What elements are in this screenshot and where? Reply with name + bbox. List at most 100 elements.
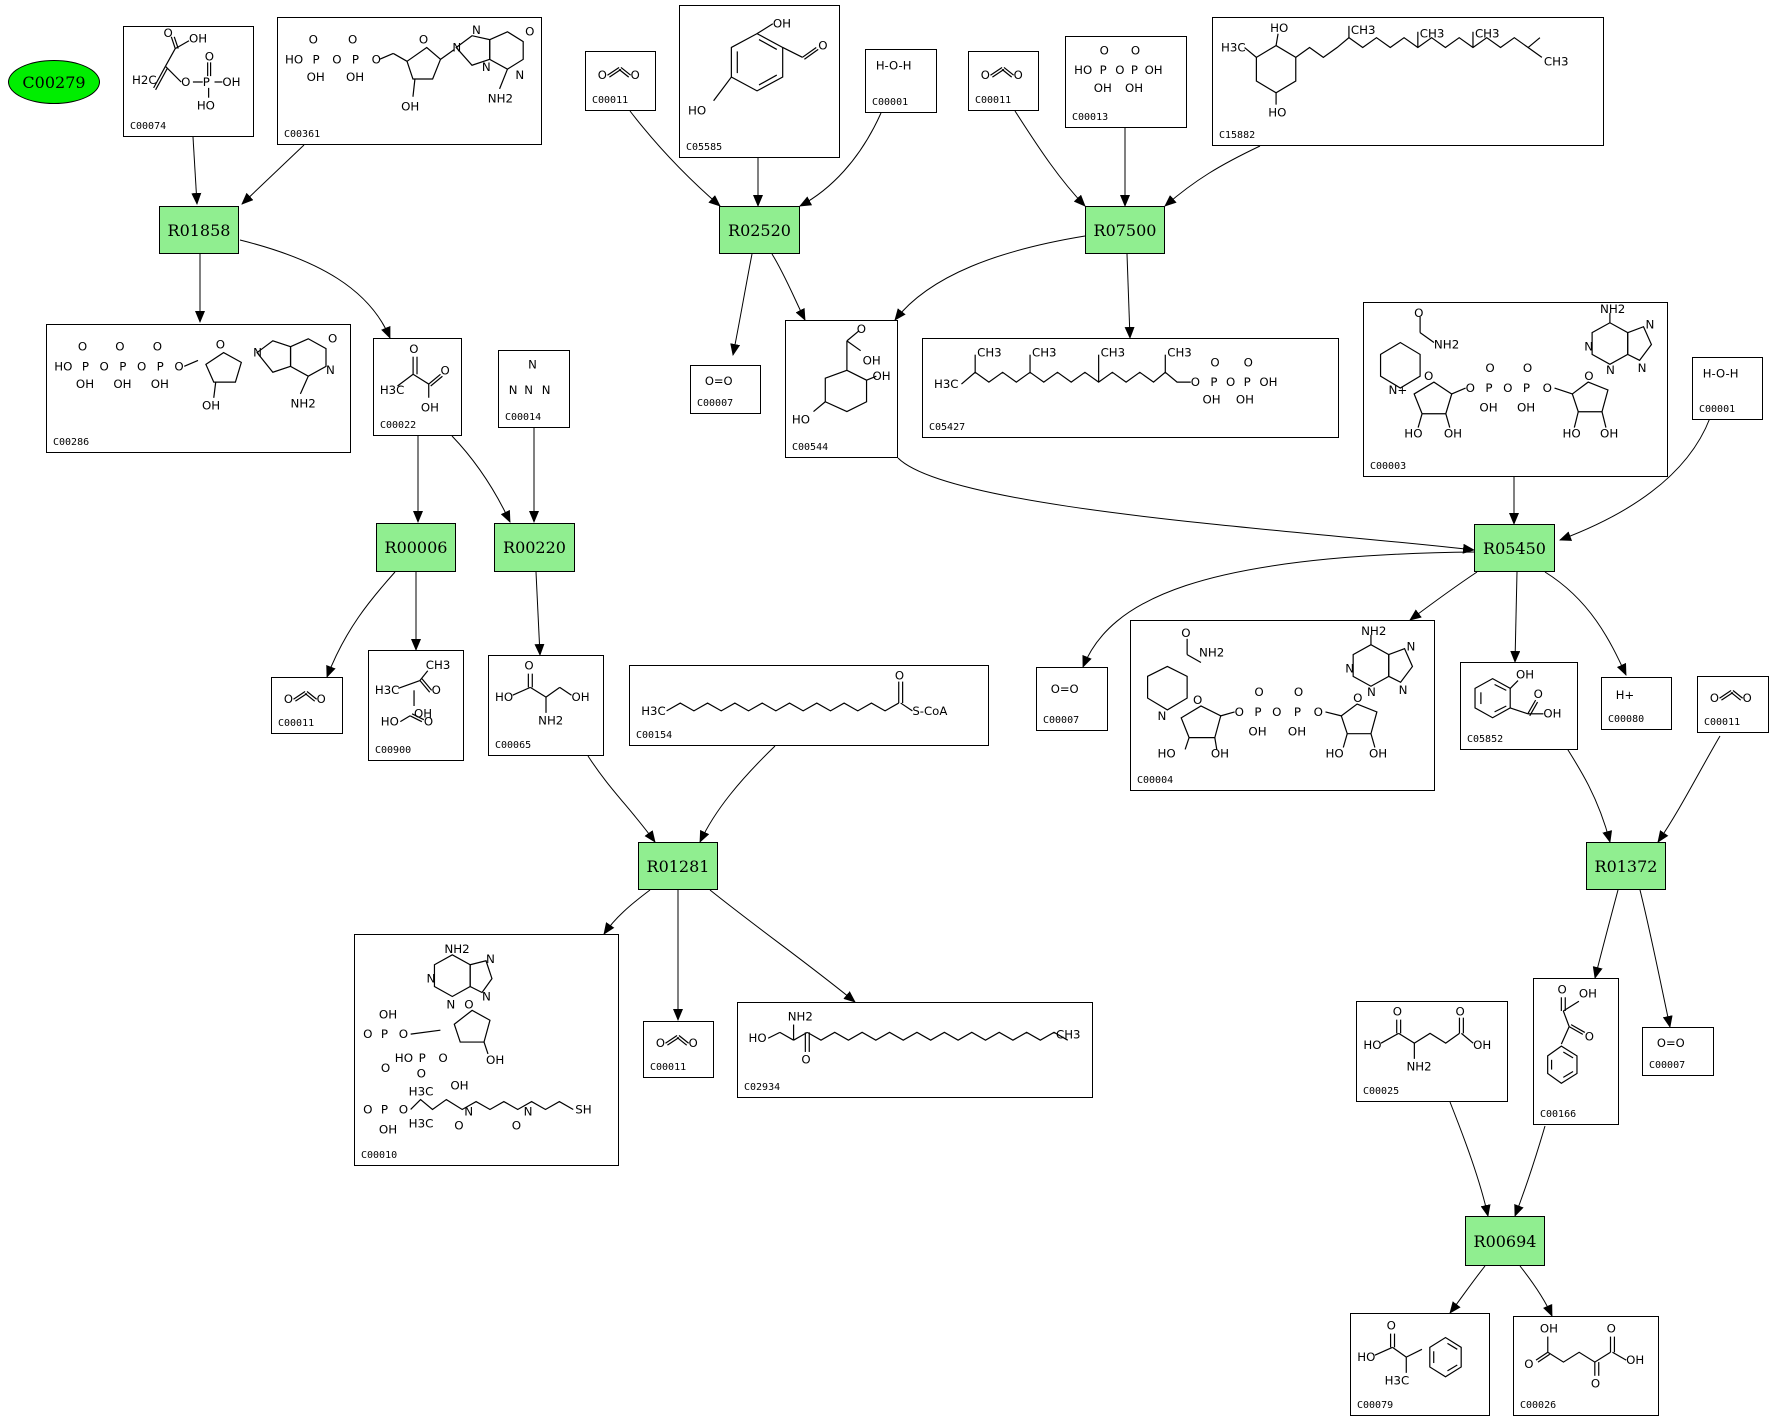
reaction-R01372[interactable]: R01372: [1586, 842, 1666, 890]
svg-text:HO: HO: [1074, 63, 1092, 77]
svg-text:H3C: H3C: [1221, 40, 1246, 54]
reaction-R00694[interactable]: R00694: [1465, 1216, 1545, 1266]
svg-text:OH: OH: [1145, 63, 1163, 77]
compound-C00007[interactable]: O=O C00007: [1642, 1027, 1714, 1076]
svg-text:SH: SH: [575, 1102, 591, 1116]
reaction-R01858[interactable]: R01858: [159, 206, 239, 254]
svg-text:O: O: [524, 659, 533, 673]
svg-text:N: N: [482, 60, 491, 74]
compound-C00544[interactable]: O OH OH HO C00544: [785, 320, 898, 458]
compound-C00001[interactable]: H-O-H C00001: [1692, 357, 1763, 420]
compound-C00065[interactable]: O HO OH NH2 C00065: [488, 655, 604, 756]
svg-text:OH: OH: [421, 400, 439, 414]
svg-text:HO: HO: [1357, 1350, 1375, 1364]
svg-text:N: N: [1584, 339, 1593, 353]
compound-C15882[interactable]: HO H3C HO CH3 CH3 CH3 CH3 C15882: [1212, 17, 1604, 146]
svg-text:N: N: [464, 1104, 473, 1118]
svg-text:N: N: [515, 68, 524, 82]
reaction-R00220[interactable]: R00220: [494, 523, 575, 572]
compound-C00011[interactable]: O O C00011: [1697, 676, 1769, 733]
compound-C00001[interactable]: H-O-H C00001: [865, 49, 937, 113]
compound-C00025[interactable]: O HO NH2 O OH C00025: [1356, 1001, 1508, 1102]
compound-C00900[interactable]: CH3 H3C O OH HO O C00900: [368, 650, 464, 761]
structure-icon: O HO NH2 O OH: [1363, 1005, 1491, 1074]
compound-C00166[interactable]: O OH O C00166: [1533, 978, 1619, 1125]
svg-text:O: O: [818, 38, 827, 52]
svg-text:OH: OH: [1094, 81, 1112, 95]
svg-text:O: O: [801, 1053, 810, 1067]
compound-C00011[interactable]: O O C00011: [271, 677, 343, 734]
compound-C00154[interactable]: H3C O S-CoA C00154: [629, 665, 989, 746]
compound-C00026[interactable]: OH O O O OH C00026: [1513, 1316, 1659, 1416]
svg-text:O: O: [381, 1061, 390, 1075]
svg-text:O: O: [440, 363, 449, 377]
compound-C00007[interactable]: O=O C00007: [690, 365, 761, 414]
compound-C00010[interactable]: NH2 N N N N O OH OH O P O HO P O O O O P…: [354, 934, 619, 1166]
svg-text:HO: HO: [495, 690, 513, 704]
compound-C00022[interactable]: O H3C O OH C00022: [373, 338, 462, 436]
compound-C00080[interactable]: H+ C00080: [1601, 677, 1672, 730]
svg-text:OH: OH: [346, 70, 364, 84]
reaction-R02520[interactable]: R02520: [719, 206, 800, 254]
svg-text:N: N: [524, 1104, 533, 1118]
svg-text:O: O: [348, 33, 357, 47]
edge: [1510, 571, 1521, 663]
svg-text:N: N: [528, 358, 537, 372]
svg-text:OH: OH: [151, 377, 169, 391]
svg-text:N: N: [509, 383, 518, 397]
svg-text:HO: HO: [1562, 426, 1580, 440]
svg-text:O: O: [1294, 685, 1303, 699]
svg-text:CH3: CH3: [1544, 54, 1569, 68]
svg-text:OH: OH: [1125, 81, 1143, 95]
compound-C00011[interactable]: O O C00011: [968, 51, 1039, 111]
svg-text:O: O: [1534, 687, 1543, 701]
compound-id: C00154: [636, 730, 673, 741]
svg-text:O: O: [399, 1027, 408, 1041]
compound-id: C00011: [650, 1062, 687, 1073]
svg-text:N: N: [427, 972, 436, 986]
compound-C05585[interactable]: OH O HO C05585: [679, 5, 840, 158]
svg-text:O: O: [1210, 355, 1219, 369]
compound-id: C00014: [505, 412, 542, 423]
structure-icon: O HO OH NH2: [495, 659, 590, 728]
compound-C00011[interactable]: O O C00011: [643, 1021, 714, 1078]
compound-C00007[interactable]: O=O C00007: [1036, 667, 1108, 731]
compound-C02934[interactable]: HO NH2 O CH3 C02934: [737, 1002, 1093, 1098]
structure-icon: O OH H2C O P OH O HO: [132, 26, 240, 113]
compound-C00074[interactable]: O OH H2C O P OH O HO C00074: [123, 26, 254, 137]
reaction-R05450[interactable]: R05450: [1474, 524, 1555, 572]
compound-C00014[interactable]: N N N N C00014: [498, 350, 570, 428]
svg-text:OH: OH: [571, 690, 589, 704]
svg-text:O: O: [1414, 306, 1423, 320]
svg-text:P: P: [82, 359, 89, 373]
compound-C05852[interactable]: OH O OH C05852: [1460, 662, 1578, 750]
svg-text:O: O: [399, 1102, 408, 1116]
compound-id: C00544: [792, 442, 829, 453]
compound-C00079[interactable]: O HO H3C C00079: [1350, 1313, 1490, 1416]
structure-icon: O OH OH HO: [792, 322, 891, 426]
svg-text:N: N: [1367, 685, 1376, 699]
svg-text:O: O: [1710, 691, 1719, 705]
compound-C00011[interactable]: O O C00011: [585, 51, 656, 111]
svg-text:O: O: [1254, 685, 1263, 699]
svg-text:H3C: H3C: [409, 1085, 434, 1099]
svg-text:O: O: [1100, 44, 1109, 58]
svg-text:P: P: [1210, 375, 1217, 389]
reaction-R01281[interactable]: R01281: [638, 842, 718, 890]
start-compound[interactable]: C00279: [8, 60, 100, 104]
reaction-R07500[interactable]: R07500: [1085, 206, 1165, 254]
reaction-R00006[interactable]: R00006: [376, 523, 456, 572]
edge: [897, 457, 1475, 554]
edge: [730, 253, 753, 356]
svg-text:O: O: [1393, 1005, 1402, 1019]
svg-text:O: O: [284, 692, 293, 706]
svg-text:O: O: [689, 1036, 698, 1050]
svg-text:O: O: [1523, 361, 1532, 375]
edge: [1519, 1265, 1553, 1317]
